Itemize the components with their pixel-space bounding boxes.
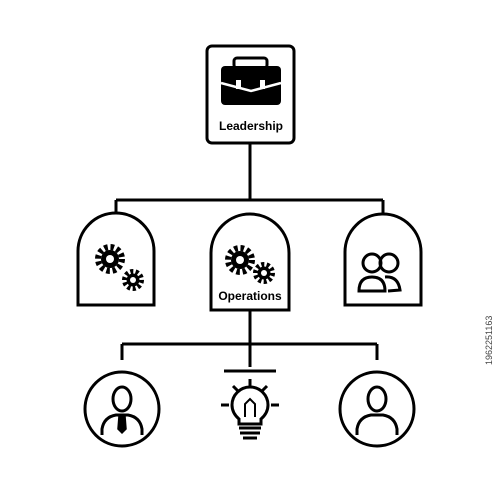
- connector-lines: [114, 143, 385, 367]
- person-icon: [355, 385, 399, 435]
- operations-node: Operations: [209, 212, 291, 312]
- team-node: [343, 212, 423, 307]
- manager-node: [83, 370, 161, 448]
- gears-icon: [225, 245, 275, 284]
- member-node: [338, 370, 416, 448]
- settings-node: [76, 211, 156, 307]
- team-arch: [343, 212, 423, 307]
- briefcase-icon: [220, 56, 282, 105]
- people-icon: [357, 252, 402, 293]
- lightbulb-icon: [221, 369, 279, 440]
- manager-circle: [83, 370, 161, 448]
- idea-node: [221, 369, 279, 440]
- member-circle: [338, 370, 416, 448]
- person-tie-icon: [100, 385, 144, 435]
- gears-icon: [95, 244, 144, 291]
- operations-label: Operations: [218, 289, 282, 303]
- stock-id-text: 1962251163: [484, 316, 494, 365]
- leadership-label: Leadership: [219, 119, 283, 133]
- leadership-node: Leadership: [205, 44, 296, 145]
